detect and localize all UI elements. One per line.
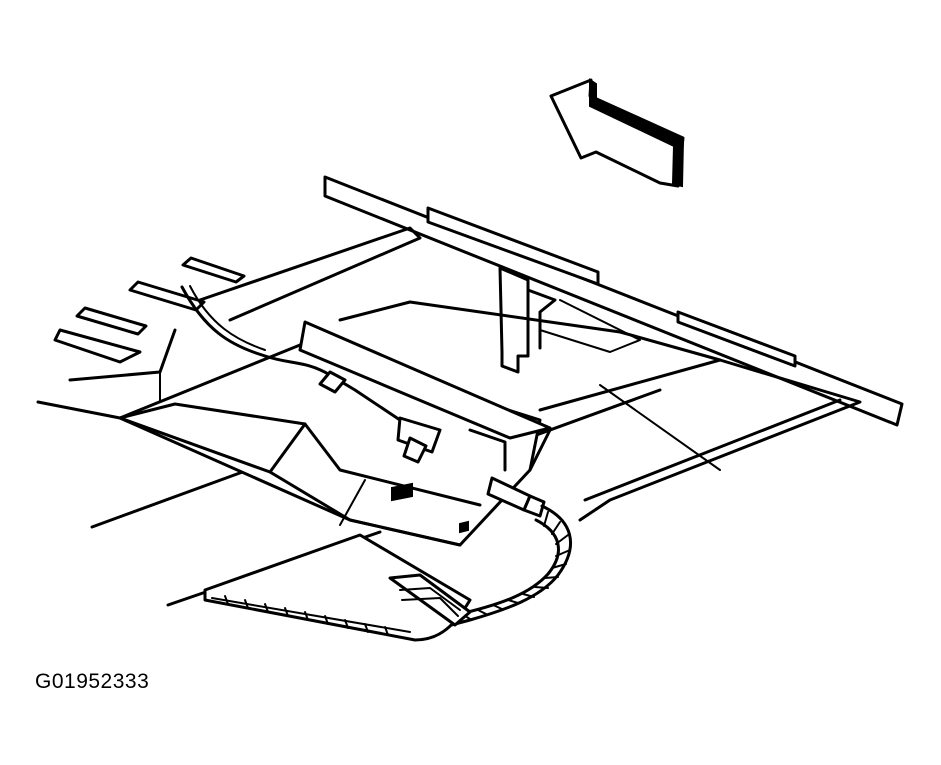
floor-pan [198, 226, 862, 522]
underbody-module [118, 333, 552, 547]
wiring-harness [180, 285, 442, 464]
harness-connector [486, 476, 546, 518]
corrugated-conduit [438, 504, 573, 630]
forward-arrow-icon [549, 78, 685, 188]
frame-rail [323, 175, 904, 427]
vent-slots [53, 256, 246, 364]
mounting-plate [298, 320, 552, 472]
skid-plate [203, 533, 472, 642]
figure-id-label: G01952333 [35, 670, 150, 693]
